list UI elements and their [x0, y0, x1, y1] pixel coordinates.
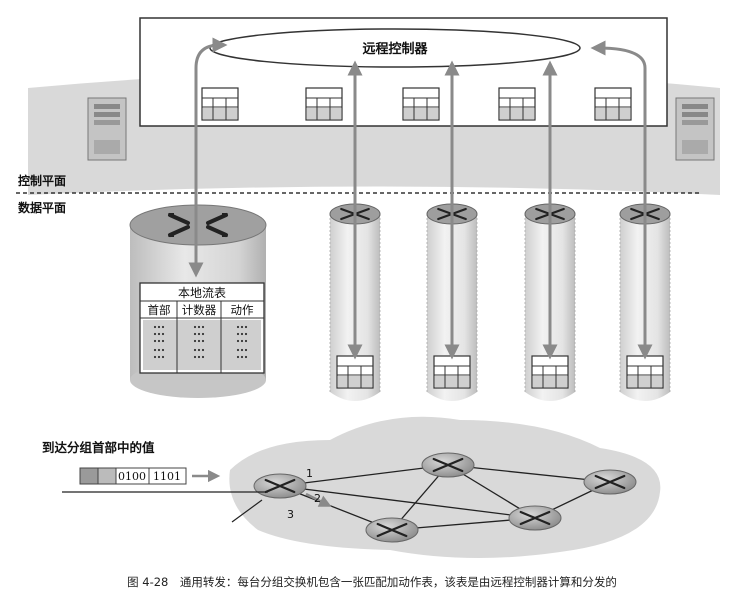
flow-table-col-header: 首部: [148, 303, 171, 317]
port-label-1: 1: [306, 467, 313, 480]
network-link-2: [279, 485, 536, 519]
switch-table-2: [433, 355, 471, 389]
network-link-1: [279, 464, 449, 487]
controller-table-5: [594, 87, 632, 121]
packet-caption: 到达分组首部中的值: [42, 440, 155, 455]
flow-table-col-counters: 计数器: [182, 303, 217, 317]
router-icon-5: [365, 517, 419, 543]
control-arrows: [188, 37, 653, 360]
router-icon-4: [508, 505, 562, 531]
controller-table-3: [402, 87, 440, 121]
controller-table-2: [305, 87, 343, 121]
arrow-controller-switch-4: [590, 40, 653, 360]
figure-caption: 图 4-28 通用转发：每台分组交换机包含一张匹配加动作表，该表是由远程控制器计…: [127, 575, 617, 589]
packet-header: 0100 1101: [79, 467, 187, 485]
server-icon-right: [675, 97, 715, 161]
server-icon-left: [87, 97, 127, 161]
switch-cylinders-small: [329, 203, 671, 401]
packet-bits-a: 0100: [118, 470, 146, 483]
router-icon-2: [421, 452, 475, 478]
port-label-2: 2: [314, 492, 321, 505]
local-flow-table: 本地流表 首部 计数器 动作: [139, 282, 265, 374]
flow-table-dots: [153, 325, 248, 359]
network-link-4: [447, 464, 611, 483]
data-plane-label: 数据平面: [18, 200, 66, 215]
control-plane-label: 控制平面: [18, 173, 66, 188]
controller-table-4: [498, 87, 536, 121]
port-3-link: [231, 499, 263, 523]
flow-table-col-action: 动作: [231, 303, 254, 317]
packet-bits-b: 1101: [153, 470, 181, 483]
flow-table-title: 本地流表: [178, 286, 226, 300]
port-label-3: 3: [287, 508, 294, 521]
network-routers: [253, 452, 637, 543]
router-icon-1: [253, 473, 307, 499]
switch-table-3: [531, 355, 569, 389]
switch-table-4: [626, 355, 664, 389]
switch-table-1: [336, 355, 374, 389]
controller-label: 远程控制器: [362, 41, 428, 57]
arrow-controller-switch-0: [188, 37, 228, 278]
controller-table-1: [201, 87, 239, 121]
port-2-arrow: [305, 492, 332, 507]
router-icon-3: [583, 469, 637, 495]
